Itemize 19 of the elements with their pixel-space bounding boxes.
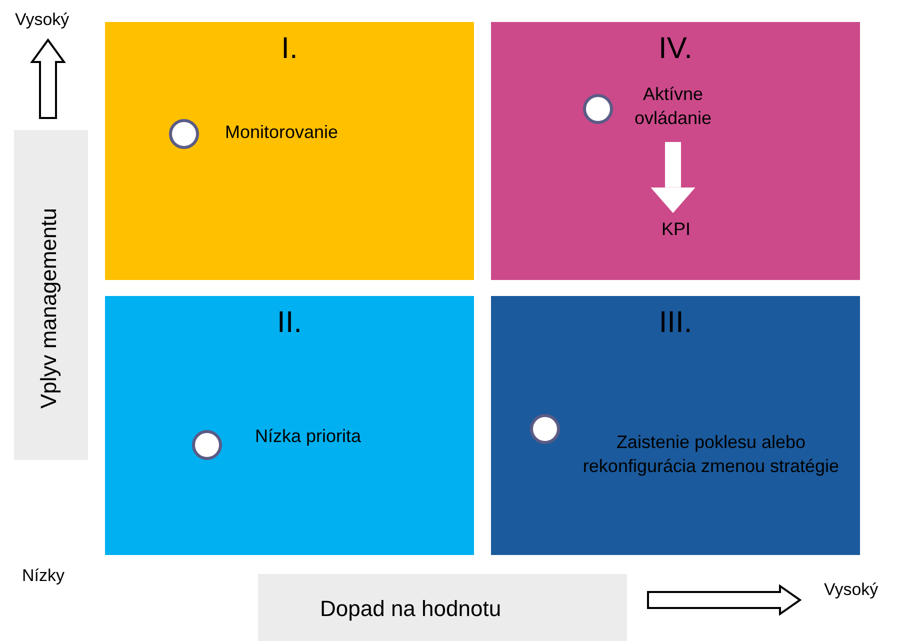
item-label: Nízka priorita — [255, 425, 362, 448]
axis-end-label: Vysoký — [824, 580, 878, 600]
item-label: Aktívne ovládanie — [613, 82, 733, 132]
arrow — [652, 142, 694, 213]
axis-title: Vplyv managementu — [36, 208, 62, 409]
item-label: KPI — [641, 217, 711, 243]
quadrant-number: II. — [276, 306, 303, 340]
axis-end-label: Vysoký — [15, 10, 70, 30]
quadrant-number: III. — [658, 306, 694, 340]
item-label: Zaistenie poklesu alebo rekonfigurácia zmenou stratégie — [582, 431, 840, 478]
quadrant-panel — [105, 22, 474, 280]
axis-title: Dopad na hodnotu — [320, 596, 502, 622]
quadrant-panel — [105, 296, 474, 555]
quadrant-number: I. — [280, 32, 299, 66]
item-label: Monitorovanie — [225, 121, 340, 144]
axis-end-label: Nízky — [22, 566, 64, 586]
quadrant-panel — [491, 22, 860, 280]
quadrant-panel — [491, 296, 860, 555]
quadrant-number: IV. — [658, 32, 694, 66]
